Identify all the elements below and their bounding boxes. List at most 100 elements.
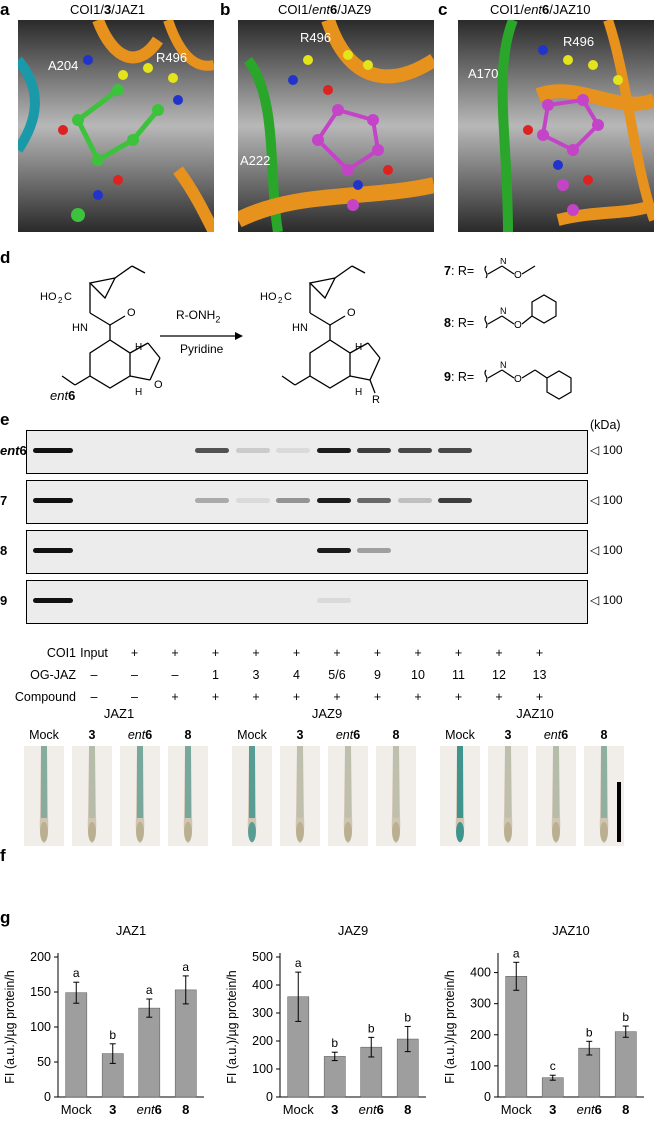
blot-band [438,498,472,503]
blot-band [276,498,310,503]
marker-100kda: ◁ 100 [590,493,623,507]
table-cell: + [454,646,463,660]
svg-text:O: O [514,374,522,385]
table-cell: + [252,646,260,660]
blot-row-label: 9 [0,593,8,608]
root-image [24,746,64,846]
y-tick-label: 50 [37,1055,51,1069]
root-image [488,746,528,846]
root-image [536,746,576,846]
panel-c-residue-2: R496 [563,34,594,49]
bar [614,1031,637,1098]
significance-letter: b [331,1036,338,1050]
table-cell: 1 [212,668,219,682]
blot-band [397,498,432,503]
x-tick-label: ent6 [137,1102,162,1117]
panel-c-residue-1: A170 [468,66,498,81]
svg-text:C: C [284,291,292,303]
x-tick-label: 8 [404,1102,411,1117]
root-group-title: JAZ9 [311,706,343,721]
table-cell: + [252,690,260,704]
table-row-label: OG-JAZ [30,668,76,682]
svg-text:2: 2 [278,296,283,305]
root-group-title: JAZ1 [103,706,135,721]
marker-100kda: ◁ 100 [590,543,623,557]
significance-letter: a [146,983,153,997]
svg-text:HO: HO [260,291,277,303]
panel-c-title: COI1/ent6/JAZ10 [490,2,591,17]
reagent-label: R-ONH2 [176,308,221,325]
blot-band [33,498,73,503]
bar [174,989,197,1098]
svg-text:H: H [135,342,142,353]
significance-letter: b [368,1021,375,1035]
svg-text:O: O [154,379,163,391]
root-label: ent6 [335,728,361,742]
table-cell: 9 [374,668,381,682]
blot-row-label: ent6 [0,443,27,458]
significance-letter: a [513,946,520,960]
marker-triangle-icon: ◁ [590,443,603,457]
root-label: Mock [29,728,59,742]
panel-label-a: a [0,0,10,19]
root-image [72,746,112,846]
marker-triangle-icon: ◁ [590,593,603,607]
y-tick-label: 150 [30,985,51,999]
scale-bar [617,782,621,842]
svg-text:HN: HN [292,322,308,334]
significance-letter: c [550,1059,556,1073]
root-label: 3 [88,728,96,742]
x-tick-label: Mock [61,1102,93,1117]
table-cell: 5/6 [328,668,346,682]
panel-a-residue-2: R496 [156,50,187,65]
significance-letter: a [73,966,80,980]
blot-band [316,548,351,553]
svg-text:HO: HO [40,291,57,303]
significance-letter: b [622,1010,629,1024]
table-row-label: COI1 [46,646,76,660]
root-label: 8 [600,728,608,742]
root-image [376,746,416,846]
table-cell: + [171,646,179,660]
significance-letter: a [295,956,302,970]
x-tick-label: 3 [549,1102,556,1117]
table-cell: + [130,646,139,660]
root-label: Mock [237,728,267,742]
blot-strip [26,530,588,574]
blot-band [33,598,73,603]
blot-strip [26,480,588,524]
blot-row-label: 7 [0,493,8,508]
blot-strip [26,430,588,474]
x-tick-label: 8 [622,1102,629,1117]
panel-label-e: e [0,410,10,429]
table-cell: – [131,690,138,704]
table-cell: 10 [411,668,425,682]
root-label: 3 [296,728,304,742]
x-tick-label: ent6 [577,1102,602,1117]
root-image [168,746,208,846]
y-tick-label: 100 [470,1059,491,1073]
blot-band [357,498,391,503]
scheme-reaction: HO 2 C HN O H H O HO 2 C HN O H H R N O [40,258,572,403]
y-tick-label: 200 [30,950,51,964]
marker-100kda: ◁ 100 [590,593,623,607]
svg-text:HN: HN [72,322,88,334]
root-label: ent6 [127,728,153,742]
x-tick-label: Mock [283,1102,315,1117]
root-label: ent6 [543,728,569,742]
table-cell: + [535,646,544,660]
panel-a-structure-image: A204 R496 [18,20,214,232]
significance-letter: b [404,1010,411,1024]
y-tick-label: 500 [252,950,273,964]
substituent-7-structure [484,265,536,279]
y-axis-label: FI (a.u.)/µg protein/h [225,970,239,1084]
root-image [280,746,320,846]
y-tick-label: 300 [470,997,491,1011]
svg-text:O: O [347,307,356,319]
panel-a-title: COI1/3/JAZ1 [70,2,146,17]
blot-band [316,598,351,603]
y-tick-label: 100 [30,1020,51,1034]
svg-text:H: H [355,342,362,353]
